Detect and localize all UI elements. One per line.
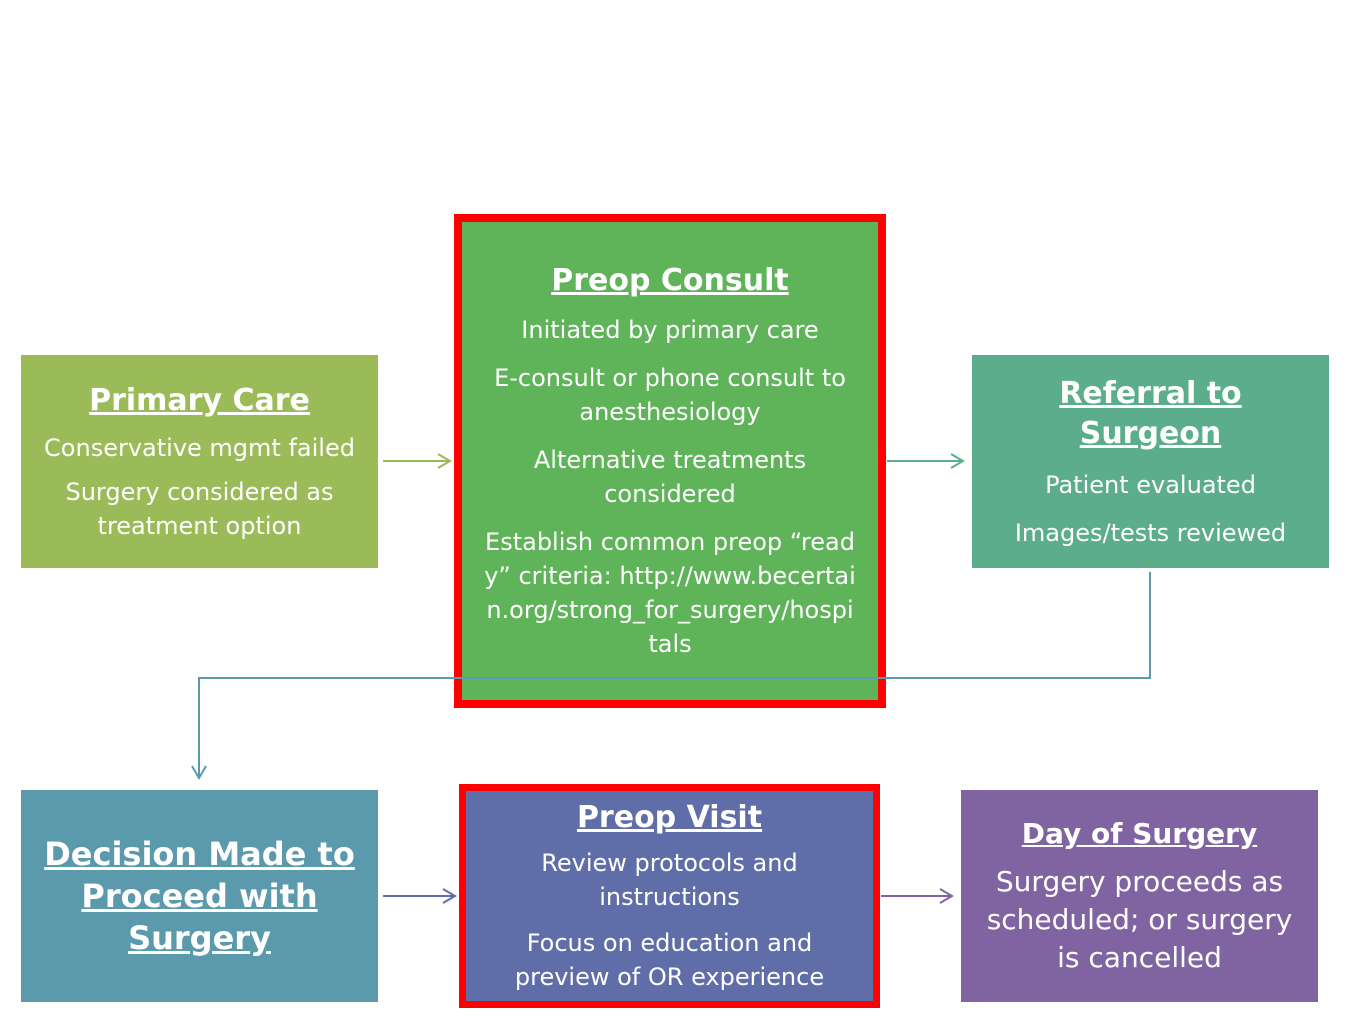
arrow-primary-to-consult [383, 453, 452, 469]
preop-consult-line-1: Initiated by primary care [521, 316, 819, 344]
day-of-surgery-line-1: Surgery proceeds as scheduled; or surger… [986, 865, 1293, 974]
preop-consult-line-3: Alternative treatments considered [533, 446, 807, 508]
preop-visit-line-2: Focus on education and preview of OR exp… [514, 929, 825, 991]
arrow-visit-to-day-of-surgery [881, 888, 954, 904]
referral-line-1: Patient evaluated [1045, 470, 1256, 499]
arrow-consult-to-referral [887, 453, 965, 469]
preop-visit-title: Preop Visit [576, 800, 763, 835]
preop-visit-box: Preop Visit Review protocols and instruc… [459, 784, 880, 1008]
preop-consult-box: Preop Consult Initiated by primary care … [454, 214, 886, 708]
primary-care-line-2: Surgery considered as treatment option [65, 477, 334, 540]
arrow-decision-to-visit [383, 888, 457, 904]
preop-consult-line-2: E-consult or phone consult to anesthesio… [494, 364, 846, 426]
referral-title: Referral to Surgeon [1059, 375, 1242, 451]
referral-to-surgeon-box: Referral to Surgeon Patient evaluated Im… [972, 355, 1329, 568]
day-of-surgery-box: Day of Surgery Surgery proceeds as sched… [961, 790, 1318, 1002]
primary-care-line-1: Conservative mgmt failed [44, 433, 355, 462]
preop-consult-title: Preop Consult [551, 263, 789, 298]
primary-care-title: Primary Care [89, 382, 310, 418]
day-of-surgery-title: Day of Surgery [1021, 817, 1258, 850]
decision-box: Decision Made to Proceed with Surgery [21, 790, 378, 1002]
decision-title: Decision Made to Proceed with Surgery [44, 835, 355, 957]
preop-visit-line-1: Review protocols and instructions [541, 849, 798, 911]
preop-consult-line-4: Establish common preop “ready” criteria:… [484, 528, 856, 658]
primary-care-box: Primary Care Conservative mgmt failed Su… [21, 355, 378, 568]
referral-line-2: Images/tests reviewed [1014, 518, 1287, 547]
